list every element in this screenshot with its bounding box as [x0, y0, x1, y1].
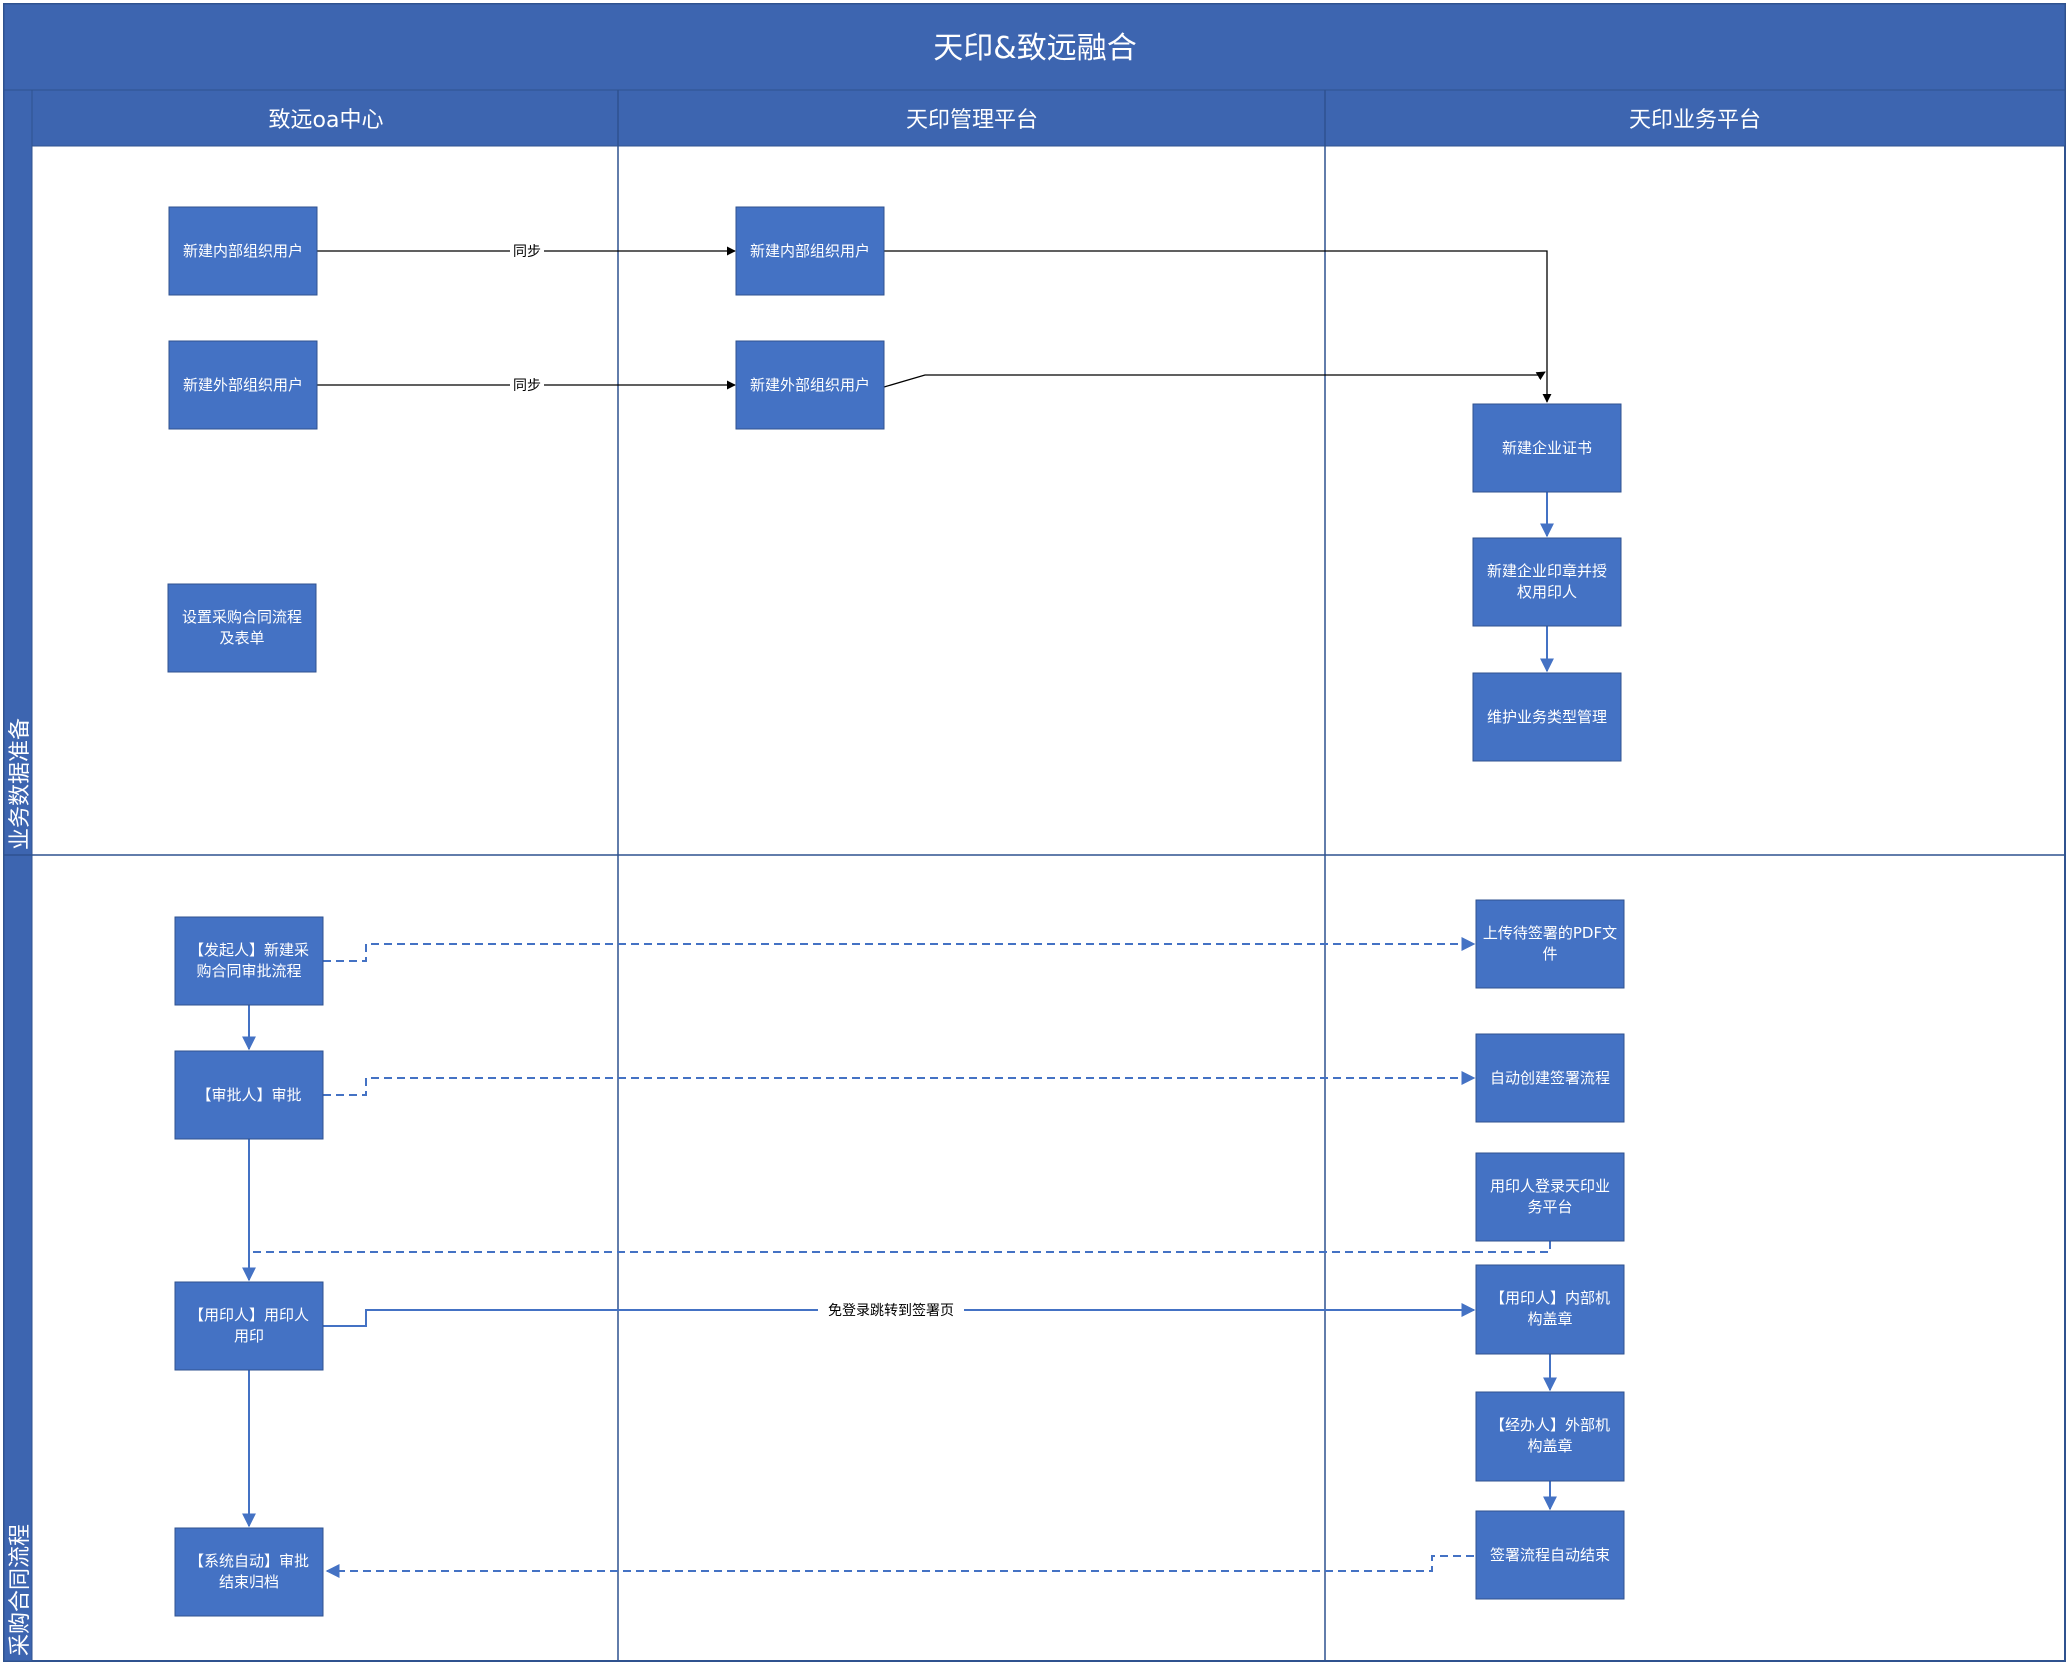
node-label: 设置采购合同流程	[182, 608, 302, 626]
node-label: 用印人登录天印业	[1490, 1177, 1610, 1195]
node-approver: 【审批人】审批	[174, 1050, 324, 1140]
edge-approver-to-create	[323, 1071, 1476, 1096]
node-label: 新建内部组织用户	[183, 242, 303, 260]
diagram-frame	[3, 3, 2066, 1662]
node-upload-pdf: 上传待签署的PDF文 件	[1475, 899, 1625, 989]
edge-initiator-to-upload	[323, 937, 1476, 962]
edge-label-sync-internal: 同步	[513, 244, 541, 260]
node-label: 维护业务类型管理	[1487, 708, 1607, 726]
node-biz-cert: 新建企业证书	[1472, 403, 1622, 493]
node-label: 【审批人】审批	[196, 1086, 301, 1104]
title-bar	[3, 3, 2066, 91]
edge-end-to-system	[325, 1555, 1474, 1578]
node-label: 新建企业印章并授	[1487, 562, 1607, 580]
node-seal-user: 【用印人】用印人 用印	[174, 1281, 324, 1371]
node-external-seal: 【经办人】外部机 构盖章	[1475, 1391, 1625, 1482]
node-login-biz: 用印人登录天印业 务平台	[1475, 1152, 1625, 1242]
edge-label-jump: 免登录跳转到签署页	[828, 1302, 954, 1319]
node-label: 签署流程自动结束	[1490, 1546, 1610, 1564]
node-label: 新建企业证书	[1502, 439, 1592, 457]
node-label: 权用印人	[1517, 583, 1577, 601]
node-label: 务平台	[1527, 1198, 1572, 1216]
column-header-mgmt: 天印管理平台	[906, 108, 1038, 133]
edge-internal-to-cert	[884, 250, 1552, 403]
edge-label-bg	[510, 240, 544, 260]
node-label: 结束归档	[219, 1573, 279, 1591]
node-label: 及表单	[219, 629, 264, 647]
node-create-sign-flow: 自动创建签署流程	[1475, 1033, 1625, 1123]
edge-label-bg	[510, 374, 544, 394]
node-label: 自动创建签署流程	[1490, 1069, 1610, 1087]
node-biz-seal: 新建企业印章并授 权用印人	[1472, 537, 1622, 627]
column-header-bar	[31, 89, 2066, 147]
node-oa-external-user: 新建外部组织用户	[168, 340, 318, 430]
node-label: 【经办人】外部机	[1490, 1416, 1610, 1434]
column-header-biz: 天印业务平台	[1629, 108, 1761, 133]
lane-label-contract: 采购合同流程	[8, 1524, 33, 1656]
edge-external-to-cert	[883, 371, 1546, 388]
edge-label-sync-external: 同步	[513, 378, 541, 394]
edge-login-to-user	[249, 1241, 1551, 1253]
node-label: 构盖章	[1527, 1310, 1572, 1328]
edge-label-bg	[818, 1299, 964, 1321]
node-initiator: 【发起人】新建采 购合同审批流程	[174, 916, 324, 1006]
lane-header-strip	[3, 89, 33, 1662]
node-oa-internal-user: 新建内部组织用户	[168, 206, 318, 296]
node-label: 构盖章	[1527, 1437, 1572, 1455]
node-label: 【用印人】用印人	[189, 1306, 309, 1324]
node-label: 用印	[234, 1327, 264, 1345]
diagram-title: 天印&致远融合	[933, 31, 1136, 66]
node-label: 件	[1542, 945, 1557, 963]
lane-label-prep: 业务数据准备	[8, 718, 33, 850]
node-label: 购合同审批流程	[196, 962, 301, 980]
column-header-oa: 致远oa中心	[269, 108, 384, 133]
node-label: 【系统自动】审批	[189, 1552, 309, 1570]
node-oa-setup-contract: 设置采购合同流程 及表单	[167, 583, 317, 673]
node-label: 新建内部组织用户	[750, 242, 870, 260]
node-label: 【用印人】内部机	[1490, 1289, 1610, 1307]
node-mgmt-internal-user: 新建内部组织用户	[735, 206, 885, 296]
node-mgmt-external-user: 新建外部组织用户	[735, 340, 885, 430]
node-internal-seal: 【用印人】内部机 构盖章	[1475, 1264, 1625, 1355]
node-biz-type: 维护业务类型管理	[1472, 672, 1622, 762]
node-system-archive: 【系统自动】审批 结束归档	[174, 1527, 324, 1617]
node-sign-end: 签署流程自动结束	[1475, 1510, 1625, 1600]
node-label: 新建外部组织用户	[750, 376, 870, 394]
node-label: 新建外部组织用户	[183, 376, 303, 394]
node-label: 上传待签署的PDF文	[1483, 924, 1617, 942]
node-label: 【发起人】新建采	[189, 941, 309, 959]
